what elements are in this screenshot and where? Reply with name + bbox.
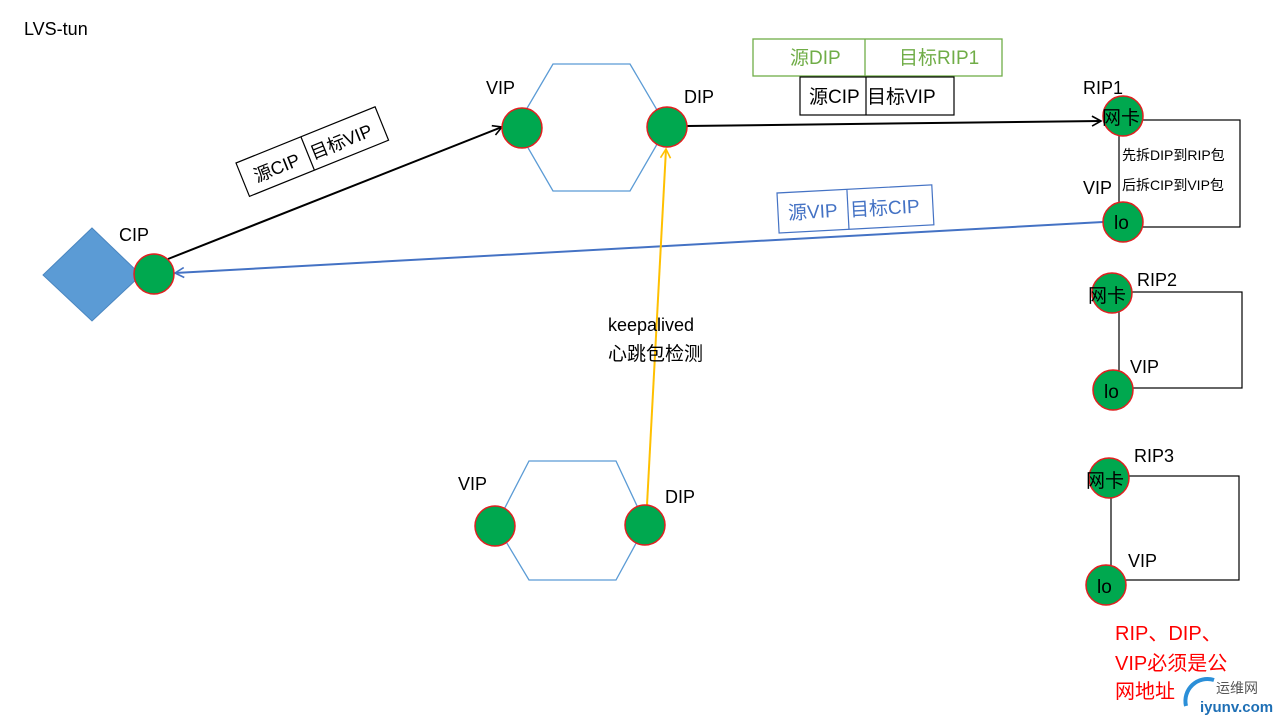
heartbeat-line: [640, 147, 672, 515]
rs2-nic-label: 网卡: [1088, 285, 1126, 307]
rs1-nic-label: 网卡: [1102, 107, 1140, 129]
public-note-line-2: VIP必须是公: [1115, 652, 1227, 675]
tunnel-inner-src: 源CIP: [809, 86, 860, 108]
rs2-nic-node[interactable]: [1091, 272, 1133, 314]
primary-dip-label: DIP: [684, 87, 714, 107]
rs1-vip-label: VIP: [1083, 178, 1112, 198]
packet-tunnel-inner: 源CIP 目标VIP: [799, 76, 955, 116]
rs3-lo-label: lo: [1097, 577, 1112, 598]
rs1-lo-node[interactable]: [1102, 201, 1144, 243]
client-diamond: [42, 227, 142, 322]
public-note-line-3: 网地址: [1115, 680, 1175, 703]
director-backup-hexagon: [495, 460, 647, 581]
rs2-rip-label: RIP2: [1137, 270, 1177, 290]
packet-client-to-vip: 源CIP 目标VIP: [235, 106, 390, 198]
packet-tunnel-outer: 源DIP 目标RIP1: [752, 38, 1003, 77]
rs1-box: [1118, 119, 1241, 228]
rs3-vip-label: VIP: [1128, 551, 1157, 571]
response-src: 源VIP: [788, 200, 839, 225]
rs2-box: [1118, 291, 1243, 389]
backup-vip-node[interactable]: [474, 505, 516, 547]
public-note-line-1: RIP、DIP、: [1115, 623, 1222, 645]
primary-dip-node[interactable]: [646, 106, 688, 148]
rs3-rip-label: RIP3: [1134, 446, 1174, 466]
watermark-logo-icon: [1183, 677, 1215, 707]
rs3-nic-node[interactable]: [1088, 457, 1130, 499]
client-cip-node[interactable]: [133, 253, 175, 295]
rs3-lo-node[interactable]: [1085, 564, 1127, 606]
request-arrow-client-to-vip: [167, 124, 504, 260]
rs1-note-2: 后拆CIP到VIP包: [1122, 177, 1224, 193]
packet-response: 源VIP 目标CIP: [776, 184, 935, 234]
primary-vip-label: VIP: [486, 78, 515, 98]
watermark: 运维网 iyunv.com: [1183, 677, 1273, 716]
primary-vip-node[interactable]: [501, 107, 543, 149]
tunnel-outer-src: 源DIP: [790, 47, 841, 69]
rs1-note-1: 先拆DIP到RIP包: [1122, 147, 1225, 163]
watermark-domain: iyunv.com: [1200, 699, 1273, 716]
heartbeat-label-en: keepalived: [608, 315, 694, 335]
rs2-vip-label: VIP: [1130, 357, 1159, 377]
response-dst: 目标CIP: [849, 196, 920, 222]
rs1-nic-node[interactable]: [1102, 95, 1144, 137]
backup-dip-label: DIP: [665, 487, 695, 507]
tunnel-outer-dst: 目标RIP1: [899, 47, 979, 69]
diagram-title: LVS-tun: [24, 19, 88, 39]
response-arrow-vip-to-client: [173, 221, 1104, 279]
watermark-cn: 运维网: [1216, 680, 1258, 696]
rs3-box: [1110, 475, 1240, 581]
rs3-nic-label: 网卡: [1086, 470, 1124, 492]
tunnel-arrow-dip-to-rip1: [686, 115, 1103, 127]
rs2-lo-node[interactable]: [1092, 369, 1134, 411]
rs2-lo-label: lo: [1104, 382, 1119, 403]
backup-dip-node[interactable]: [624, 504, 666, 546]
tunnel-inner-dst: 目标VIP: [867, 86, 936, 108]
rs1-lo-label: lo: [1114, 213, 1129, 234]
heartbeat-label-cn: 心跳包检测: [608, 343, 703, 365]
backup-vip-label: VIP: [458, 474, 487, 494]
rs1-rip-label: RIP1: [1083, 78, 1123, 98]
client-cip-label: CIP: [119, 225, 149, 245]
